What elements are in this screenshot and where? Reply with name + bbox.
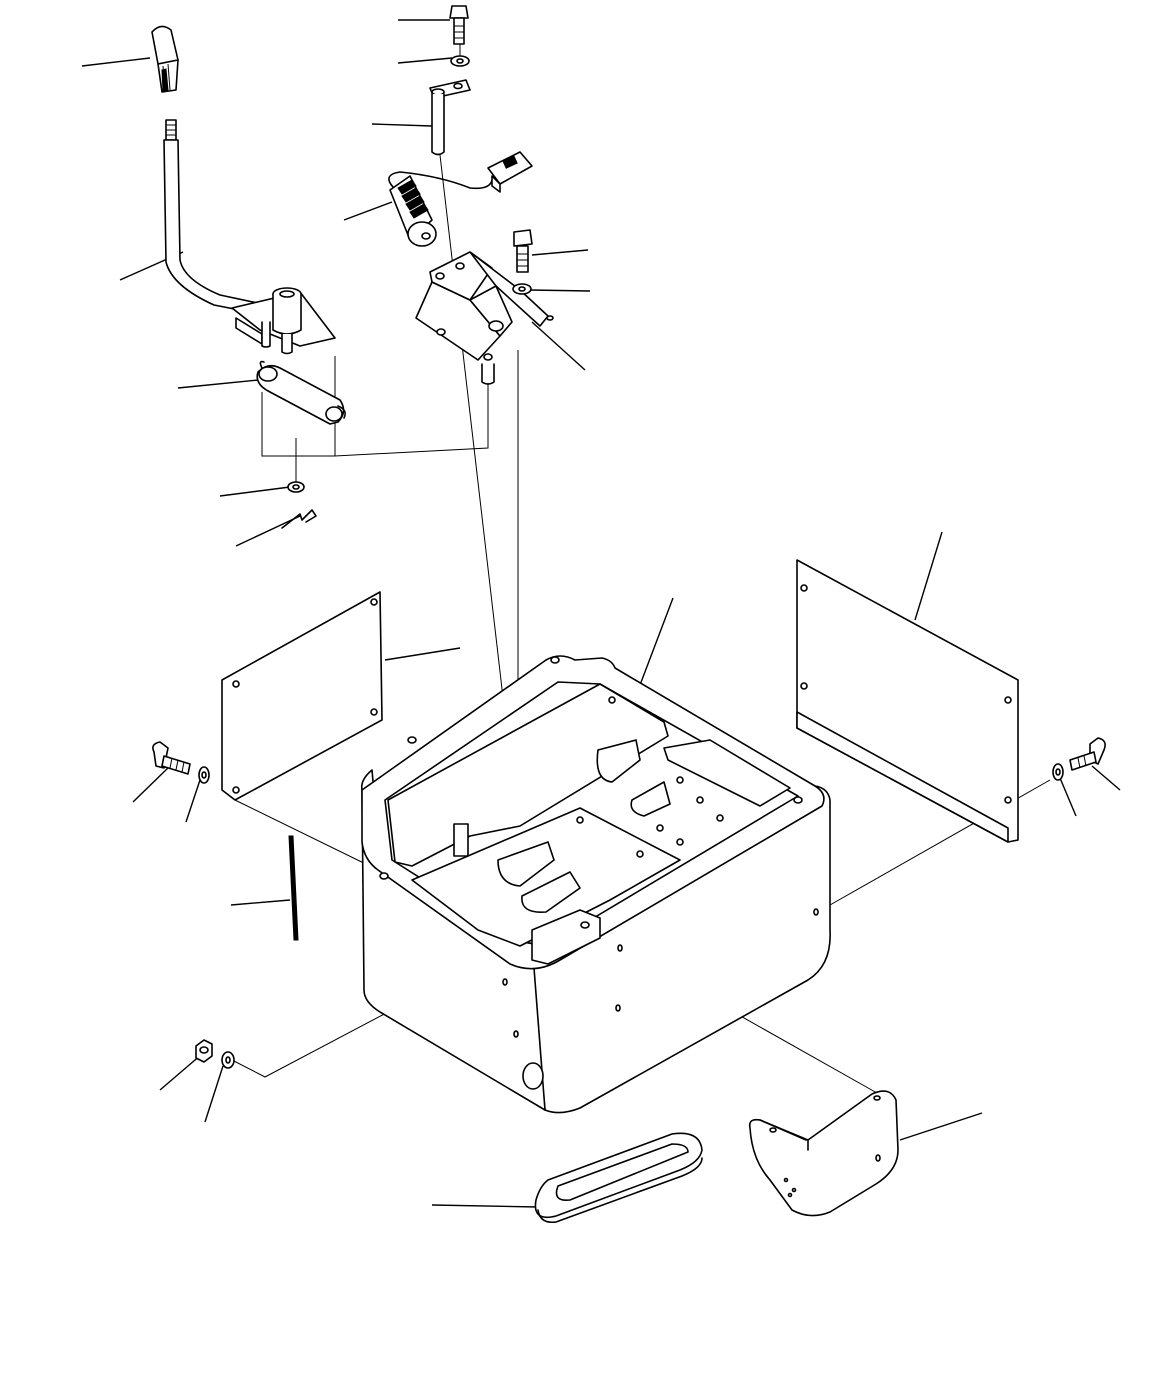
box-clip-2 xyxy=(630,781,671,817)
bracket xyxy=(415,251,554,385)
leader-cover-plate-right xyxy=(914,531,943,621)
leader-bolt-left xyxy=(132,765,171,803)
leader-solenoid xyxy=(343,201,393,221)
washer-top xyxy=(450,55,470,67)
leader-bolt-right xyxy=(1091,765,1121,791)
nut xyxy=(195,1039,213,1063)
leader-washer-lower-left xyxy=(219,486,291,497)
bolt-left xyxy=(152,741,191,775)
clip xyxy=(281,509,317,529)
box-inner-floor xyxy=(411,807,681,947)
leader-nut xyxy=(159,1053,203,1091)
leader-washer-bracket xyxy=(529,289,591,292)
leader-lines xyxy=(81,19,1121,1208)
lever-knob xyxy=(151,25,179,93)
box-clip-3 xyxy=(497,841,555,887)
leader-rod xyxy=(230,899,291,906)
leader-washer-right xyxy=(1059,777,1077,817)
leader-washer-top xyxy=(397,57,453,64)
leader-cover-plate-left xyxy=(384,647,461,661)
axis-left-plate xyxy=(234,799,379,871)
leader-spring-cylinder xyxy=(177,379,259,389)
corner-cover xyxy=(748,1090,899,1217)
washer-lower-left xyxy=(287,481,305,493)
solenoid-coil xyxy=(397,179,429,219)
box-clip-5 xyxy=(453,823,469,857)
leader-console-box xyxy=(639,597,674,686)
cover-plate-left xyxy=(221,591,383,801)
leader-bolt-bracket xyxy=(531,249,589,256)
bolt-right xyxy=(1069,737,1106,771)
leader-washer-nut xyxy=(204,1065,224,1123)
pin xyxy=(429,79,471,156)
lever-assembly xyxy=(163,119,336,355)
box-inner-right-floor xyxy=(663,739,791,807)
washer-bracket xyxy=(512,283,532,295)
box-inner-wall xyxy=(387,683,669,867)
bolt-bracket xyxy=(513,229,533,273)
link-spring-to-washer xyxy=(261,392,335,457)
bolt-top xyxy=(449,5,469,45)
washer-left xyxy=(198,766,210,784)
box-left-face xyxy=(360,769,546,1111)
console-box xyxy=(360,655,831,1114)
grommet xyxy=(534,1132,703,1224)
leader-clip xyxy=(235,515,301,547)
leader-grommet xyxy=(431,1204,539,1208)
leader-lever-knob xyxy=(81,57,151,67)
solenoid-switch xyxy=(388,151,533,247)
washer-nut xyxy=(221,1051,235,1069)
leader-bracket xyxy=(531,321,586,371)
washer-right xyxy=(1052,763,1064,781)
leader-washer-left xyxy=(185,779,201,823)
spring-cylinder xyxy=(256,360,346,425)
leader-corner-cover xyxy=(899,1112,983,1141)
box-clip-4 xyxy=(521,871,581,913)
cover-plate-right xyxy=(796,559,1019,843)
box-clip-1 xyxy=(596,739,641,783)
leader-pin xyxy=(371,123,433,127)
rod xyxy=(288,835,299,941)
